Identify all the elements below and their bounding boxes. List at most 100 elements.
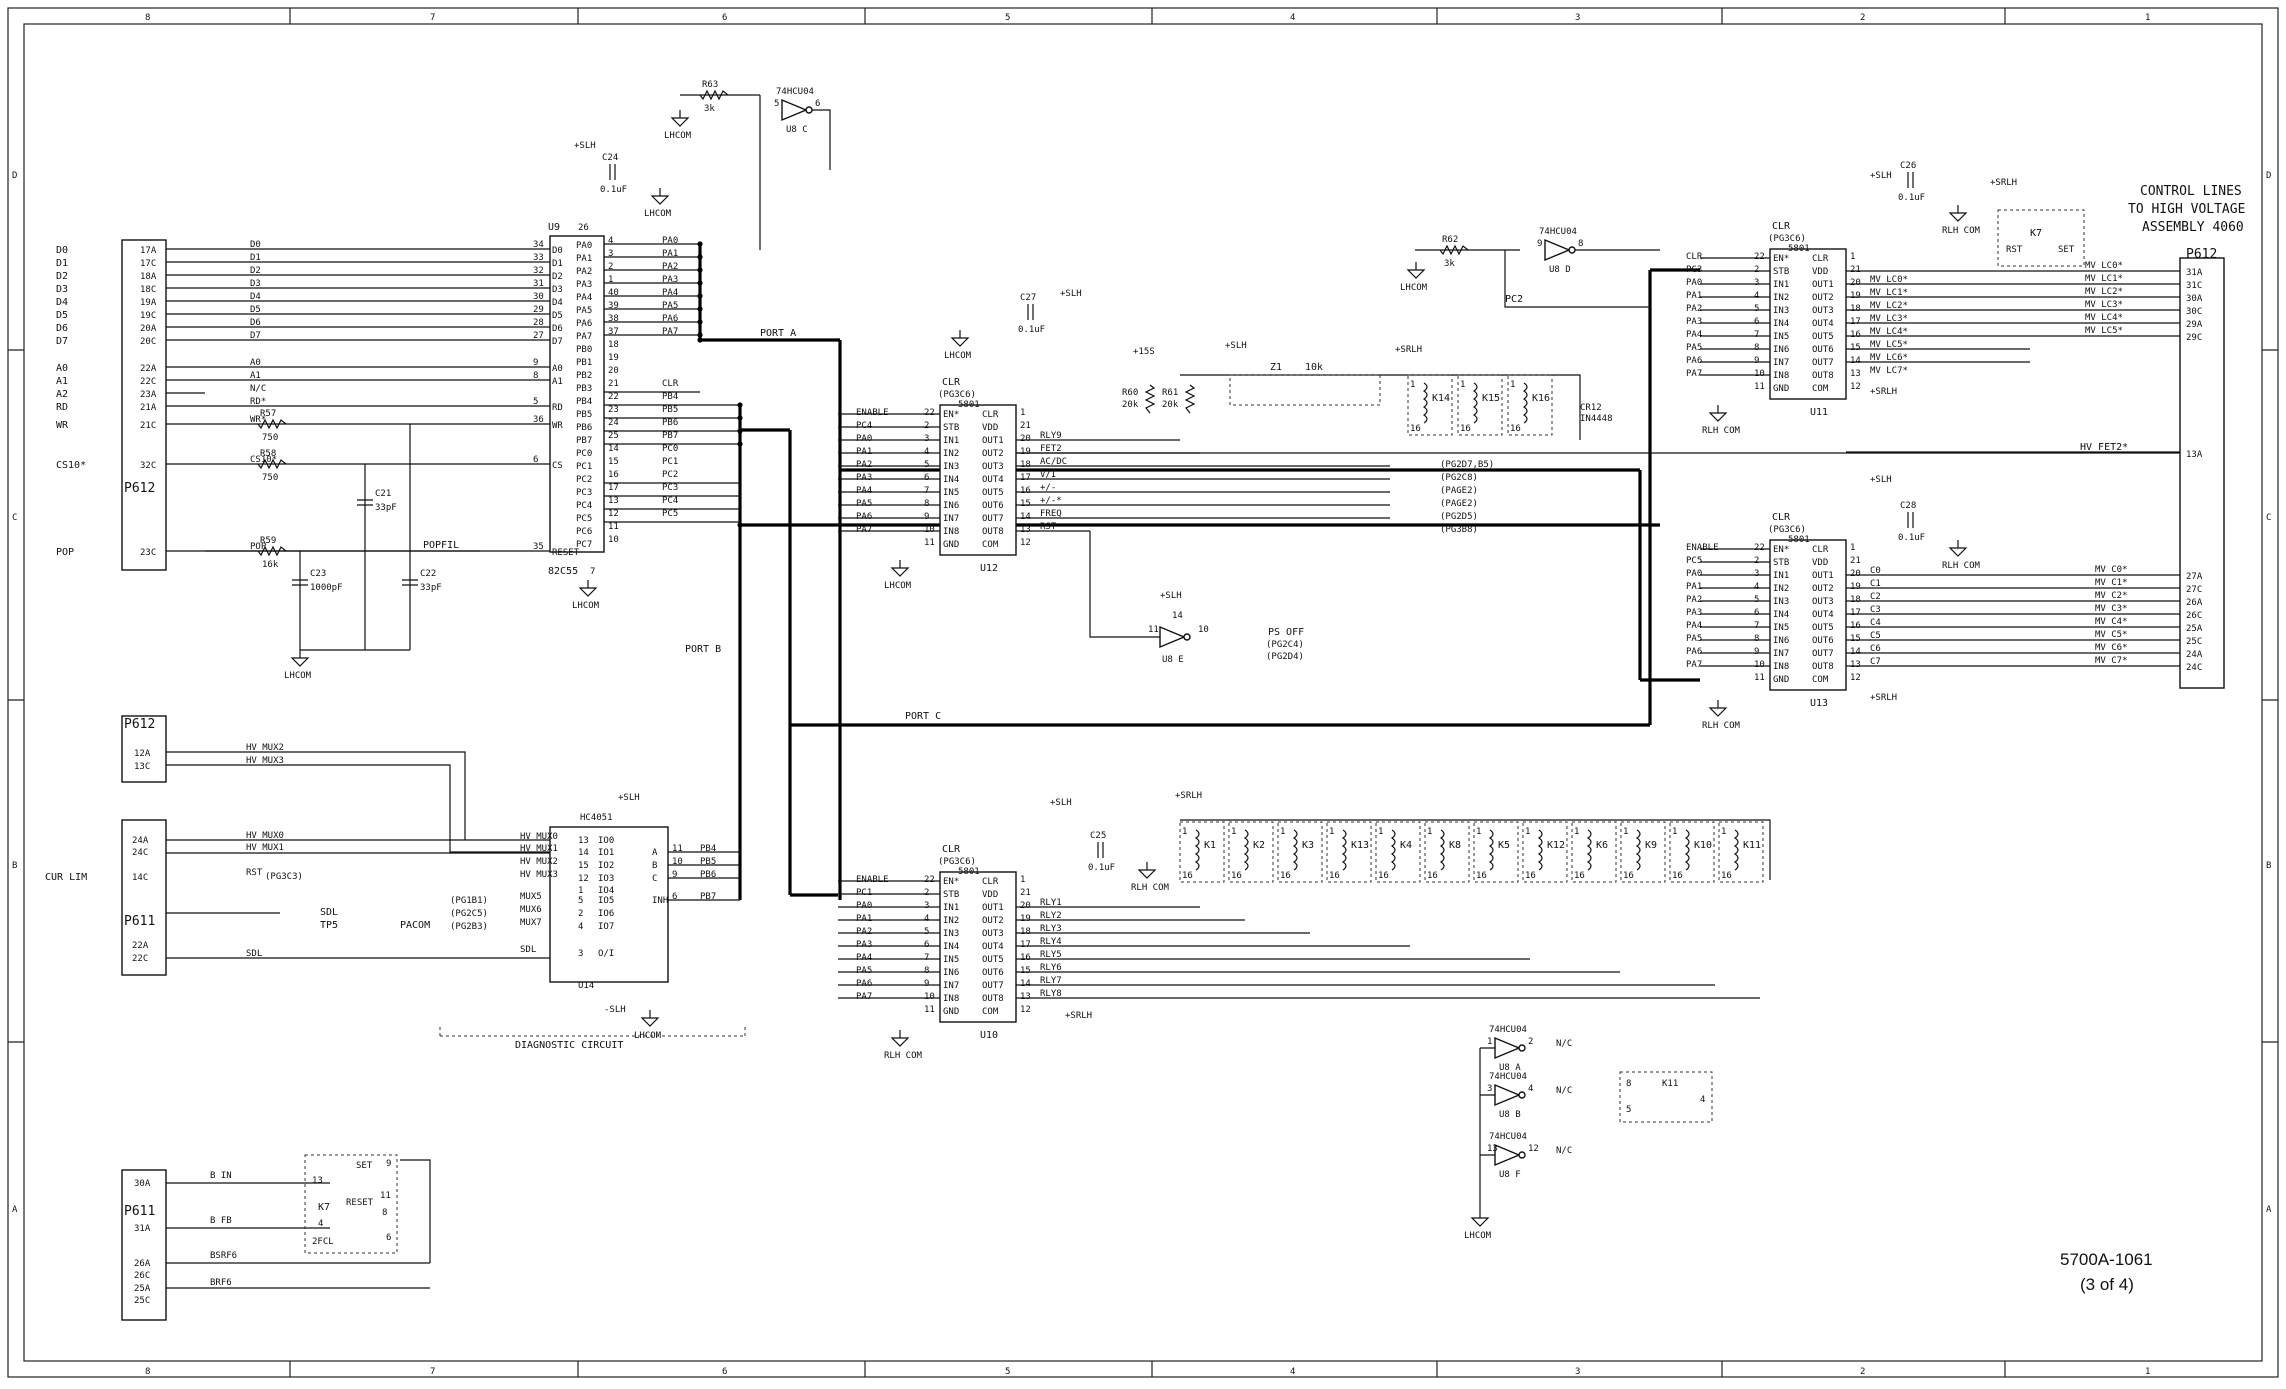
u9-port-name: PB6 [576,423,592,433]
p612r-net: MV LC5* [2085,326,2123,336]
pin: 26A [134,1259,151,1269]
driver-pin-num: 10 [924,525,935,535]
p612r-net: MV C6* [2095,643,2128,653]
border-col-top: 4 [1290,13,1295,23]
u9-pin-num: 33 [533,253,544,263]
driver-pin-num: 19 [1020,914,1031,924]
inverter-gate [1494,1083,1521,1107]
driver-ref: U11 [1810,407,1828,418]
driver-pin-right: OUT4 [982,475,1004,485]
ground-symbol [290,650,310,667]
driver-pin-num: 9 [924,979,929,989]
capacitor [357,499,373,506]
u9-port-pin: 17 [608,483,619,493]
net: BSRF6 [210,1251,237,1261]
p612r-net: MV C7* [2095,656,2128,666]
driver-input-net: PC3 [1686,265,1702,275]
cap-ref: C21 [375,489,391,499]
u14-pin-num: 14 [578,848,589,858]
driver-pin-left: IN2 [943,449,959,459]
u9-pin-num: 29 [533,305,544,315]
u14-pin-num: 1 [578,886,583,896]
driver-output-net: +/- [1040,483,1056,493]
relay-pin: 16 [1672,871,1683,881]
driver-pin-num: 14 [1020,979,1031,989]
res-value: 20k [1122,400,1139,410]
net: HV MUX3 [246,756,284,766]
connector-ref: P612 [124,717,155,732]
relay-outline [1522,821,1568,883]
relay-ref: K12 [1547,840,1565,851]
driver-pin-left: EN* [943,877,959,887]
driver-output-net: RLY1 [1040,898,1062,908]
p612-pin: 18A [140,272,157,282]
supply-label: +SLH [1050,798,1072,808]
border-col-bottom: 3 [1575,1367,1580,1377]
cap-ref: C23 [310,569,326,579]
net: B IN [210,1171,232,1181]
cap-value: 0.1uF [1088,863,1115,873]
relay-outline [1228,821,1274,883]
u14-mux-ref: (PG2C5) [450,909,488,919]
driver-pin-num: 2 [1754,556,1759,566]
u9-port-name: PB5 [576,410,592,420]
u9-pin-name: D6 [552,324,563,334]
driver-pin-right: OUT1 [1812,571,1834,581]
pin: 25C [134,1296,150,1306]
capacitor [609,164,616,180]
driver-pin-left: STB [943,423,959,433]
u14-pin-num: 13 [578,836,589,846]
driver-pin-left: GND [943,540,959,550]
p612-signal-name: A1 [56,376,68,387]
u14-net: HV MUX2 [520,857,558,867]
driver-pin-left: STB [1773,267,1789,277]
driver-pin-num: 9 [1754,647,1759,657]
inverter-bubble [1568,246,1576,254]
ground-symbol [650,188,670,205]
driver-pin-num: 21 [1020,421,1031,431]
res-value: 750 [262,433,278,443]
u9-port-pin: 2 [608,262,613,272]
driver-input-net: PA0 [856,434,872,444]
p612r-net: MV C5* [2095,630,2128,640]
u14-net: HV MUX3 [520,870,558,880]
u14-pin-num: 11 [672,844,683,854]
u9-port-net: PC1 [662,457,678,467]
driver-pin-left: IN2 [943,916,959,926]
u9-pin-num: 9 [533,358,538,368]
driver-pin-num: 8 [924,499,929,509]
driver-output-net: MV LC6* [1870,353,1908,363]
relay-pin: 1 [1231,827,1236,837]
driver-pin-num: 22 [924,408,935,418]
driver-input-net: PA0 [1686,278,1702,288]
border-col-top: 2 [1860,13,1865,23]
k7-reset: RESET [346,1198,374,1208]
driver-pin-num: 6 [924,940,929,950]
p612-pin: 22A [140,364,157,374]
u9-port-net: PC0 [662,444,678,454]
relay-outline [1424,821,1470,883]
driver-pin-num: 16 [1020,486,1031,496]
p612r-net: MV C1* [2095,578,2128,588]
p612-net: D6 [250,318,261,328]
driver-output-net: MV LC1* [1870,288,1908,298]
res-ref: R63 [702,80,718,90]
u9-port-pin: 15 [608,457,619,467]
p612r-pin: 30A [2186,294,2203,304]
driver-pin-num: 18 [1020,460,1031,470]
p612-signal-name: D5 [56,310,68,321]
driver-output-net: RLY5 [1040,950,1062,960]
u9-port-pin: 14 [608,444,619,454]
driver-input-net: PA3 [856,940,872,950]
driver-pin-num: 11 [1754,382,1765,392]
u14-pin-num: 15 [578,861,589,871]
driver-pin-num: 18 [1020,927,1031,937]
u14-pin-name: IO1 [598,848,614,858]
supply-label: +SRLH [1990,178,2017,188]
driver-pin-left: IN1 [943,436,959,446]
relay-k11-contact [1619,1071,1713,1123]
label-tp5: TP5 [320,920,338,931]
junction-dot [697,254,703,260]
ground-symbol [950,330,970,347]
driver-pin-num: 21 [1850,556,1861,566]
